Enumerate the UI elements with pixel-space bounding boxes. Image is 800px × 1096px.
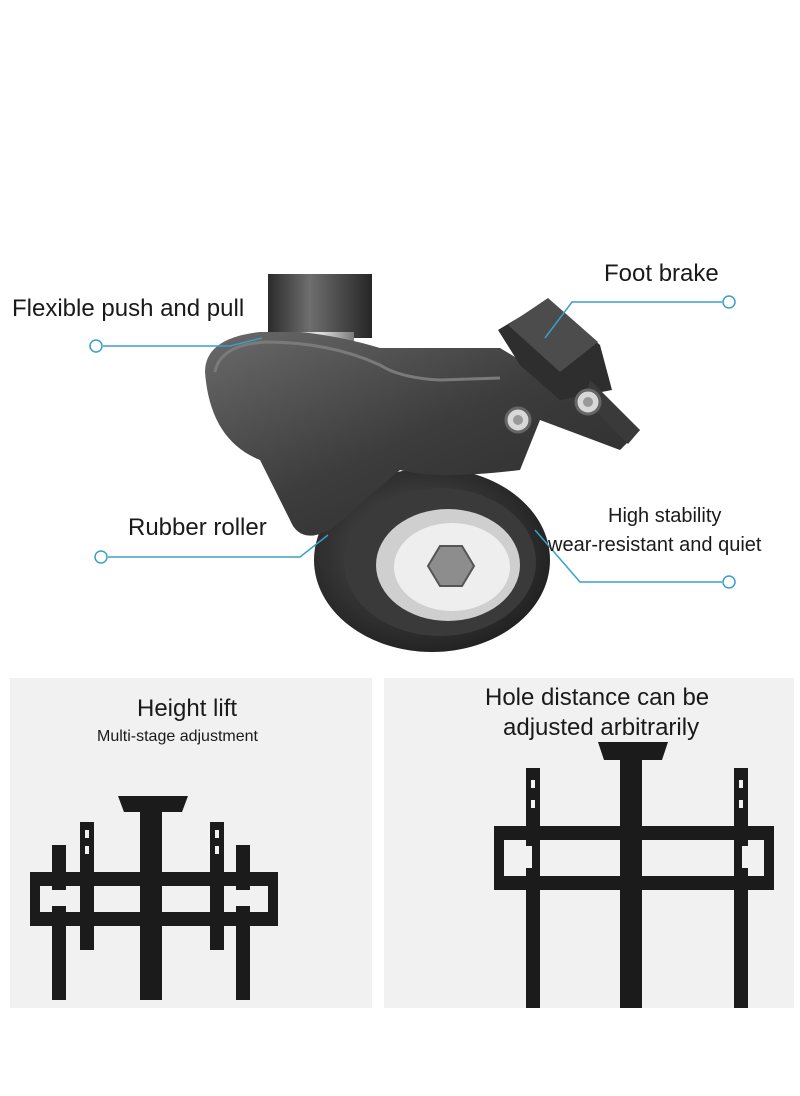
flexible-push-pull-label: Flexible push and pull (12, 295, 245, 322)
foot-brake-label: Foot brake (604, 260, 719, 287)
hole-distance-panel (384, 678, 794, 1008)
height-lift-mount (30, 796, 278, 1000)
callout-rubber-roller (108, 534, 329, 558)
hex-nut (426, 545, 476, 587)
callout-lines (89, 295, 736, 589)
post (268, 268, 372, 338)
hole-distance-title-line1: Hole distance can be (485, 684, 710, 711)
hole-distance-title-line2: adjusted arbitrarily (503, 714, 700, 741)
rubber-roller-label: Rubber roller (128, 514, 267, 541)
high-stability-label: High stability (608, 505, 722, 527)
height-lift-panel (10, 678, 372, 1008)
callout-flexible (103, 337, 263, 347)
wear-resistant-label: wear-resistant and quiet (548, 534, 762, 556)
height-lift-subtitle: Multi-stage adjustment (97, 728, 258, 745)
callout-foot-brake (544, 301, 722, 339)
callout-stability (534, 529, 722, 583)
hole-distance-mount (494, 742, 774, 1008)
fork-body (205, 332, 640, 536)
height-lift-title: Height lift (137, 695, 238, 722)
